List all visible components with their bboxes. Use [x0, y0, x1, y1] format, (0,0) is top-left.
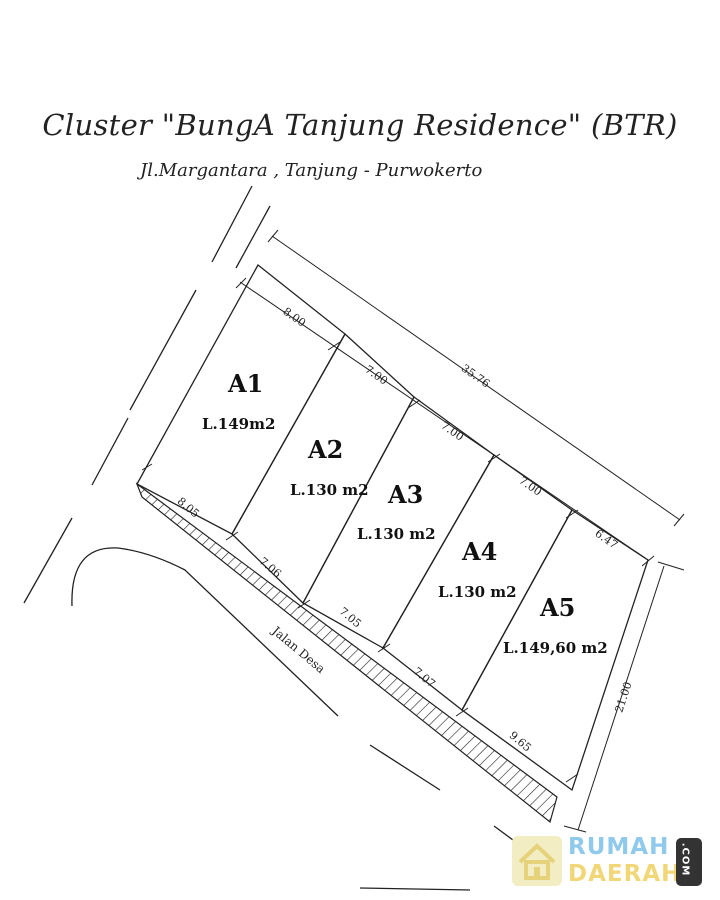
top-dim-a2: 7.00 [363, 363, 391, 388]
side-length-label: 21.00 [612, 680, 634, 714]
road-hatch-strip [135, 482, 558, 824]
lot-a5-area: L.149,60 m2 [503, 639, 608, 657]
lot-a1-name: A1 [227, 369, 263, 398]
lot-a5-name: A5 [539, 593, 575, 622]
logo-line2: DAERAH [568, 861, 682, 887]
plan-title: Cluster "BungA Tanjung Residence" (BTR) [42, 108, 678, 142]
rumah-daerah-logo: RUMAH DAERAH .COM [512, 834, 712, 890]
plan-subtitle: Jl.Margantara , Tanjung - Purwokerto [140, 160, 483, 181]
lot-a4-area: L.130 m2 [438, 583, 517, 601]
side-length-dimension [563, 561, 685, 833]
total-length-dimension [267, 229, 685, 527]
lot-a2-area: L.130 m2 [290, 481, 369, 499]
bottom-dimension-ticks [141, 463, 579, 783]
lots [136, 264, 649, 792]
bottom-dim-a5: 9.65 [507, 729, 534, 755]
bottom-dim-a4: 7.07 [411, 665, 438, 691]
lot-a2-name: A2 [307, 435, 343, 464]
logo-suffix-badge: .COM [676, 838, 702, 886]
top-dim-a5: 6.47 [593, 527, 621, 552]
logo-suffix: .COM [679, 842, 691, 877]
house-icon [512, 836, 562, 886]
logo-line1: RUMAH [568, 834, 670, 860]
top-dim-a4: 7.00 [517, 474, 545, 499]
lot-a3-name: A3 [387, 480, 423, 509]
lot-a1-area: L.149m2 [202, 415, 275, 433]
total-length-label: 35.76 [459, 362, 492, 391]
top-dim-a3: 7.00 [439, 419, 467, 444]
lot-a3-area: L.130 m2 [357, 525, 436, 543]
bottom-dim-a3: 7.05 [337, 605, 364, 631]
lot-a4-name: A4 [461, 537, 497, 566]
top-dimension-line [235, 277, 655, 567]
